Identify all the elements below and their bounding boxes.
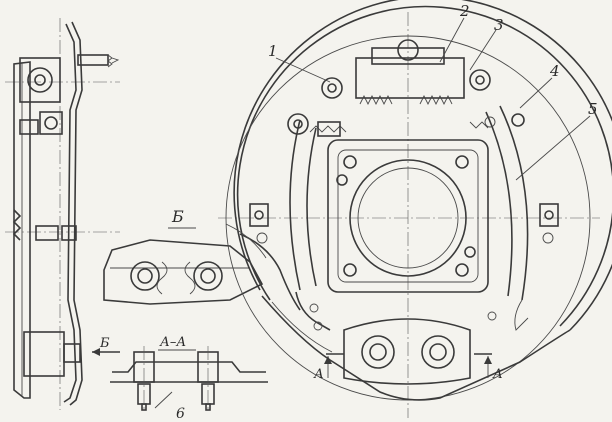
callout-6: 6 <box>176 406 185 422</box>
side-section-view <box>5 18 120 410</box>
callout-2: 2 <box>459 2 470 20</box>
detail-letter: Б <box>171 207 184 226</box>
cut-mark-left: А <box>313 367 324 382</box>
callout-3: 3 <box>494 16 504 34</box>
callout-leaders <box>275 17 591 181</box>
cut-mark-right: А <box>492 367 503 382</box>
section-a-a <box>110 346 268 412</box>
detail-view-b <box>103 239 264 305</box>
front-view <box>218 0 612 418</box>
view-arrow-letter: Б <box>99 336 110 351</box>
callout-1: 1 <box>268 42 278 60</box>
callout-4: 4 <box>549 62 560 80</box>
callout-5: 5 <box>588 100 598 118</box>
section-title: А–А <box>159 335 186 350</box>
